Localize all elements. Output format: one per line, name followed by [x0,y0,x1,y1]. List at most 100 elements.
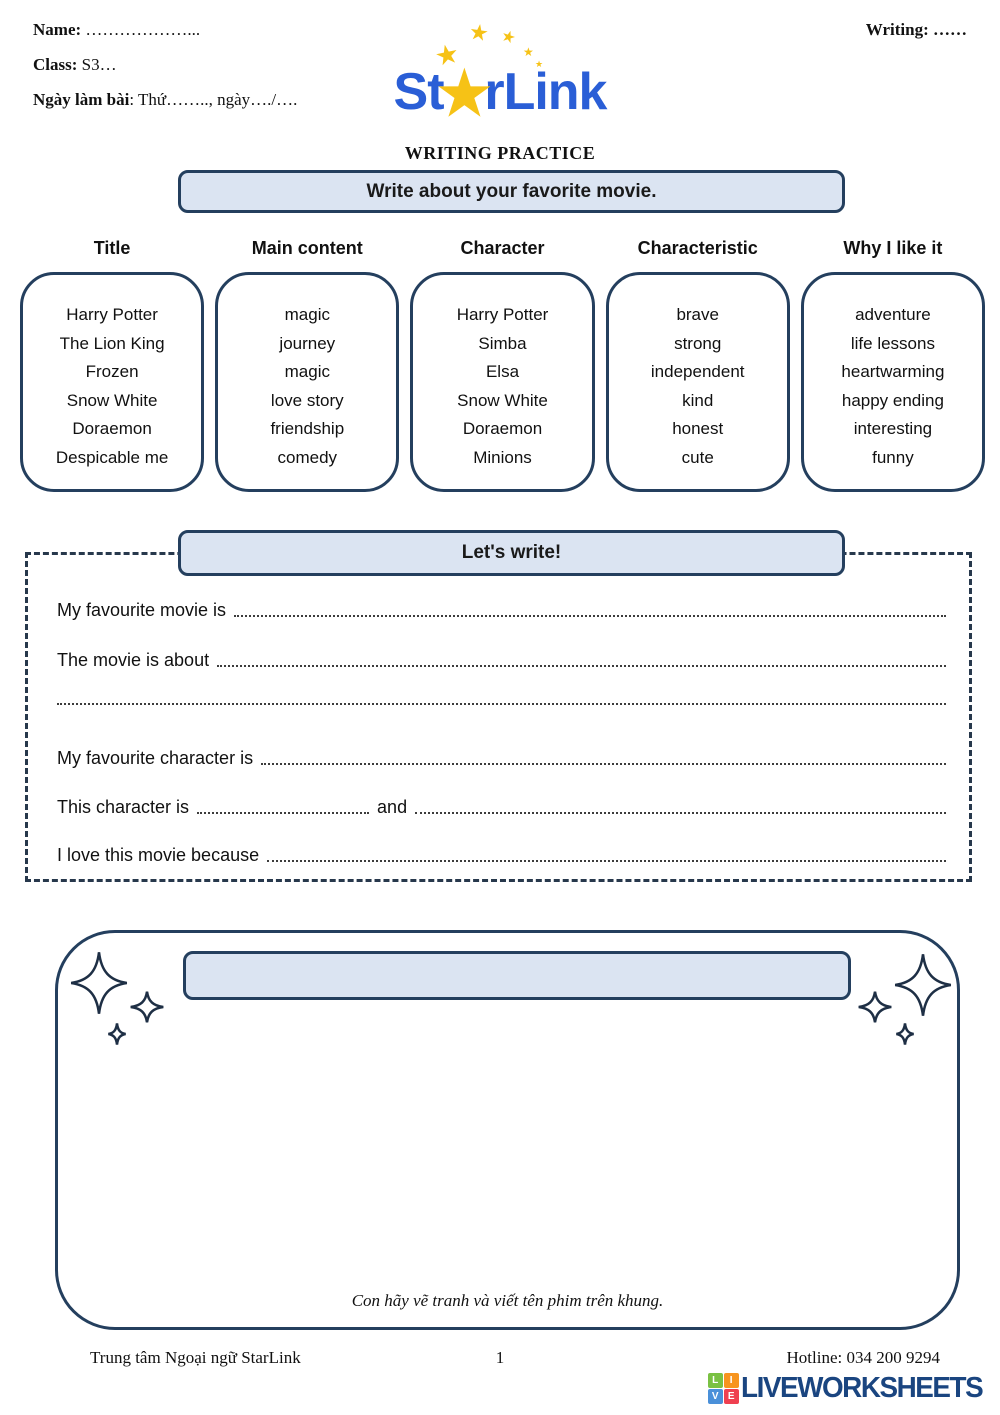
write-line-about: The movie is about [57,650,946,671]
answer-blank[interactable] [261,763,946,765]
vocab-item: brave [676,305,719,324]
vocab-item: Despicable me [55,447,169,467]
vocab-item: independent [650,362,745,381]
answer-blank[interactable] [57,703,946,705]
page-footer: Trung tâm Ngoại ngữ StarLink 1 Hotline: … [0,1348,1000,1370]
class-label: Class: [33,55,78,74]
star-icon: ★ [437,60,492,127]
vocab-item: friendship [270,419,345,438]
vocab-item: life lessons [850,333,935,353]
drawing-frame[interactable]: Con hãy vẽ tranh và viết tên phim trên k… [55,930,960,1330]
sparkle-icon [70,951,128,1015]
vocab-item: Frozen [85,362,139,381]
column-header: Main content [251,238,363,258]
write-line-character-is: This character is and [57,797,946,818]
write-line-character: My favourite character is [57,748,946,769]
vocab-item: journey [279,333,336,353]
vocab-item: magic [284,305,330,324]
vocab-item: Simba [478,333,527,353]
class-line: Class: S3… [33,55,297,75]
date-label: Ngày làm bài [33,90,130,109]
page-title: WRITING PRACTICE [404,143,596,163]
column-header: Title [93,238,131,258]
vocab-item: Doraemon [462,419,543,438]
vocab-item: heartwarming [841,362,945,381]
footer-hotline: Hotline: 034 200 9294 [786,1348,940,1367]
column-box: brave strong independent kind honest cute [605,272,790,492]
column-header: Characteristic [637,238,758,258]
vocab-item: Harry Potter [456,305,549,324]
liveworksheets-grid-cell: E [723,1389,739,1404]
answer-blank[interactable] [415,812,946,814]
date-line: Ngày làm bài: Thứ…….., ngày…./…. [33,90,297,110]
logo-text-st: St [393,63,445,121]
writing-score-line[interactable]: Writing: …… [865,20,967,39]
answer-blank[interactable] [267,860,946,862]
name-label: Name: [33,20,82,39]
liveworksheets-grid-cell: V [707,1389,723,1404]
column-characteristic: Characteristic brave strong independent kin… [605,238,790,492]
column-box: magic journey magic love story friendship com… [215,272,400,492]
answer-blank[interactable] [234,615,946,617]
starlink-logo-text: St★rLink [365,60,635,127]
vocab-item: comedy [277,447,338,467]
vocab-item: The Lion King [59,333,165,353]
star-icon: ★ [523,45,534,59]
vocab-item: Snow White [457,390,548,410]
liveworksheets-grid-cell: I [723,1373,739,1388]
vocab-item: Minions [473,447,532,467]
vocab-item: adventure [855,305,931,324]
starlink-logo: ★ ★ ★ ★ ★ St★rLink [365,16,635,127]
write-line-label: The movie is about [57,650,210,670]
liveworksheets-logo-text: LIVEWORKSHEETS [740,1372,984,1404]
column-header: Why I like it [843,238,943,258]
class-value[interactable]: S3… [81,55,117,74]
write-line-label: I love this movie because [57,845,260,865]
write-line-and: and [377,797,408,817]
logo-text-rlink: rLink [484,63,607,121]
sparkle-icon [858,991,892,1023]
answer-blank[interactable] [217,665,946,667]
column-header: Character [460,238,545,258]
sparkle-icon [108,1023,126,1045]
column-main-content: Main content magic journey magic love story… [215,238,400,492]
prompt-banner: Write about your favorite movie. [178,170,845,213]
vocab-item: Doraemon [72,419,152,438]
write-line-label: My favourite character is [57,748,254,768]
vocab-item: Harry Potter [66,305,158,324]
date-blank[interactable]: : Thứ…….., ngày…./…. [129,90,298,109]
vocab-item: funny [872,447,914,467]
vocab-item: love story [270,390,344,410]
answer-blank[interactable] [197,812,370,814]
star-icon: ★ [498,27,518,48]
student-info: Name: ………………... Class: S3… Ngày làm bài:… [33,20,297,125]
vocab-item: interesting [853,419,933,438]
vocab-item: kind [682,390,714,410]
write-line-continuation [57,703,946,709]
vocab-item: Elsa [485,362,520,381]
star-icon: ★ [535,59,544,69]
vocab-item: strong [674,333,722,353]
sparkle-icon [894,953,952,1017]
vocab-item: honest [672,419,724,438]
star-icon: ★ [467,18,491,47]
footer-center-name: Trung tâm Ngoại ngữ StarLink [90,1348,301,1367]
name-line: Name: ………………... [33,20,297,40]
vocab-item: Snow White [66,390,158,410]
column-why-i-like-it: Why I like it adventure life lessons heart… [800,238,986,492]
drawing-instruction: Con hãy vẽ tranh và viết tên phim trên k… [351,1291,664,1310]
liveworksheets-grid-cell: L [707,1373,723,1388]
name-blank[interactable]: ………………... [85,20,201,39]
vocab-item: cute [681,447,714,467]
lets-write-banner-text: Let's write! [461,542,562,563]
movie-title-banner[interactable] [183,951,851,1000]
vocab-item: magic [284,362,330,381]
